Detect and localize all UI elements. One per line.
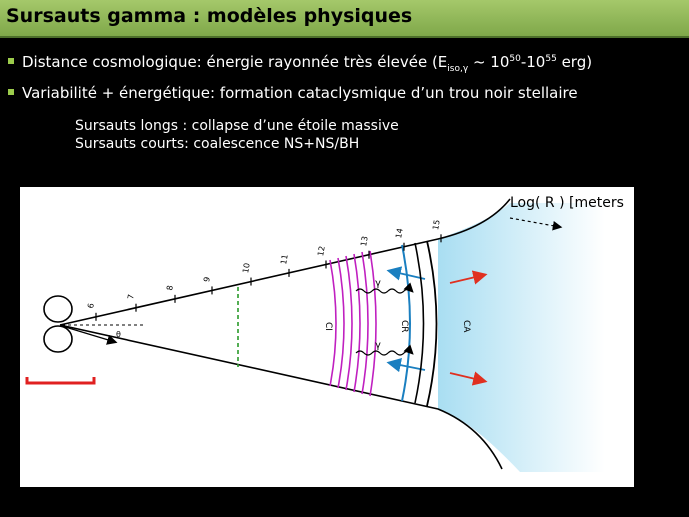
ci-shell (337, 257, 345, 389)
ci-shell (361, 251, 369, 395)
ci-shell (345, 255, 353, 391)
slide-title: Sursauts gamma : modèles physiques (6, 5, 413, 27)
tick-label: 9 (202, 276, 212, 283)
shock-shell (414, 242, 425, 404)
shock-shell (426, 240, 438, 407)
tick-label: 15 (431, 219, 442, 231)
tick-label: 12 (316, 245, 327, 257)
log-r-axis-arrow (509, 217, 563, 231)
gamma-label-lower: γ (375, 340, 381, 351)
engine-lower-lobe (43, 325, 73, 353)
jet-arrow (61, 325, 118, 345)
tick-label: 13 (359, 235, 370, 247)
region-label-cr: CR (399, 320, 409, 333)
bullet-distance: Distance cosmologique: énergie rayonnée … (8, 53, 592, 74)
ca-region (438, 203, 605, 472)
ci-shell (369, 250, 377, 397)
tick-label: 6 (86, 303, 96, 310)
bullet-marker (8, 89, 14, 95)
scale-bar (25, 377, 96, 385)
gamma-label-upper: γ (375, 278, 381, 289)
region-label-ca: CA (461, 320, 471, 333)
ca-arrow-upper (449, 270, 488, 285)
bullet-variabilite: Variabilité + énergétique: formation cat… (8, 84, 578, 102)
radius-ticks: 6 7 8 9 10 11 12 13 14 15 (86, 219, 442, 321)
tick-label: 7 (126, 293, 136, 300)
ci-shell (329, 259, 337, 387)
cone-lower-edge (59, 324, 503, 470)
fireball-diagram: θ γ γ CI CR CA Log( R ) [meters 6 (20, 187, 634, 487)
gamma-wave-lower (355, 344, 414, 356)
cr-shell (401, 244, 411, 402)
bullet-marker (8, 58, 14, 64)
title-bar: Sursauts gamma : modèles physiques (0, 0, 689, 36)
subitem-long-bursts: Sursauts longs : collapse d’une étoile m… (75, 118, 399, 134)
cone-upper-edge (59, 198, 511, 326)
tick-label: 10 (241, 262, 252, 274)
region-label-ci: CI (323, 322, 333, 331)
tick-label: 11 (279, 254, 290, 266)
gamma-wave-upper (355, 282, 414, 294)
engine-upper-lobe (43, 295, 73, 323)
angle-label: θ (116, 330, 121, 339)
ca-arrow-lower (449, 371, 488, 386)
ci-shell (353, 253, 361, 393)
tick-label: 14 (394, 227, 405, 239)
log-r-axis-label: Log( R ) [meters (510, 195, 624, 211)
fireball-svg: θ γ γ CI CR CA Log( R ) [meters 6 (25, 195, 624, 472)
tick-label: 8 (165, 285, 175, 292)
subitem-short-bursts: Sursauts courts: coalescence NS+NS/BH (75, 136, 360, 152)
cr-arrow-upper (386, 266, 426, 281)
cr-arrow-lower (386, 358, 426, 373)
